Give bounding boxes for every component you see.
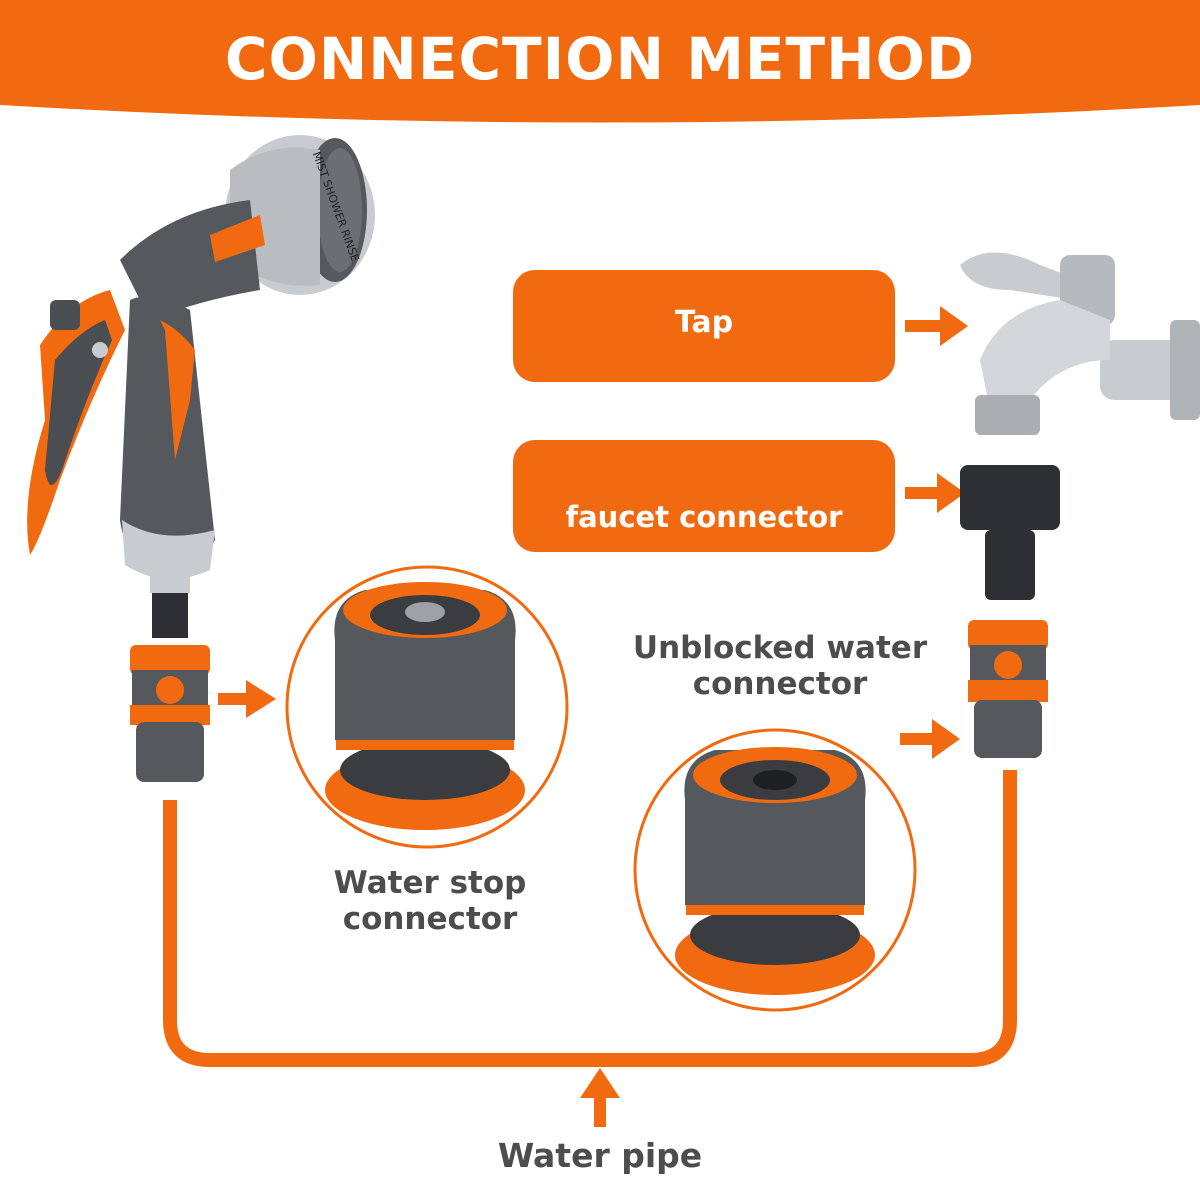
header-banner [0,0,1200,123]
unblocked-caption: Unblocked water connector [625,630,935,702]
tap-icon [960,252,1200,435]
water-pipe [163,770,1017,1067]
arrow-to-unblocked-connector [900,719,960,759]
water-pipe-arrow [580,1068,620,1127]
water-stop-connector-small-icon [130,645,210,782]
water-stop-detail-icon [285,565,569,849]
arrow-to-faucet-connector [905,473,965,513]
unblocked-connector-small-icon [968,620,1048,758]
arrow-to-water-stop-detail [218,680,276,718]
unblocked-caption-line1: Unblocked water [632,630,928,666]
arrow-to-tap [905,306,968,346]
page-title: CONNECTION METHOD [224,25,976,93]
tap-label: Tap [513,270,895,382]
water-pipe-caption: Water pipe [497,1136,703,1175]
unblocked-detail-icon [633,728,917,1012]
water-stop-caption-line1: Water stop [333,865,527,901]
faucet-connector-label: faucet connector [513,440,895,552]
water-stop-caption: Water stop connector [315,865,545,937]
faucet-connector-icon [960,465,1060,600]
unblocked-caption-line2: connector [692,666,868,702]
faucet-connector-label-text: faucet connector [565,500,843,534]
water-stop-caption-line2: connector [342,901,518,937]
spray-gun-icon [27,135,375,638]
